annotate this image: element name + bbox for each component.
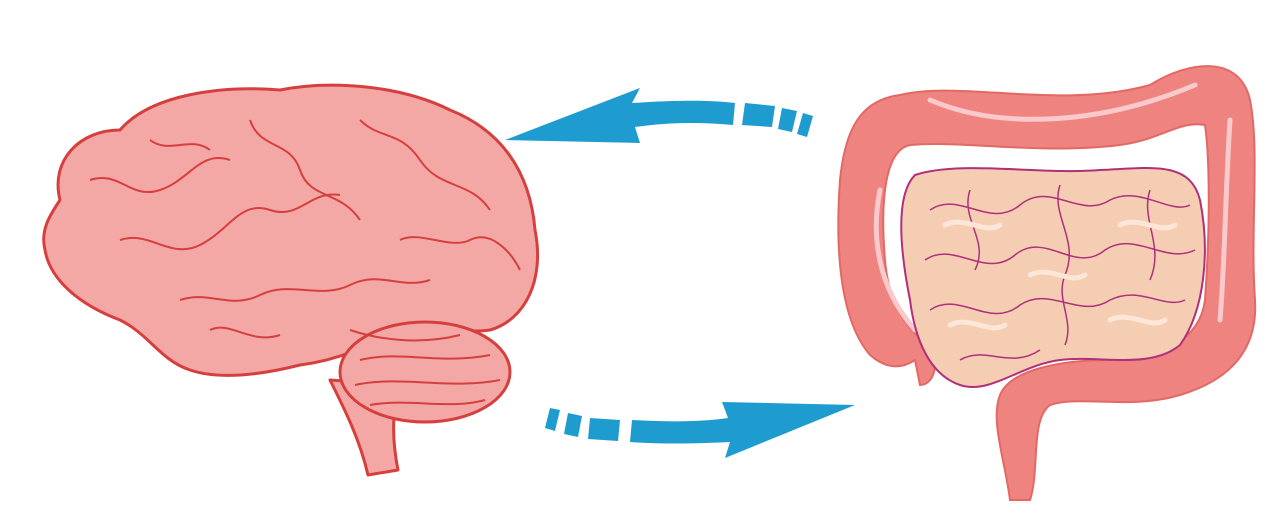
arrow-brain-to-gut xyxy=(545,402,855,458)
cerebrum xyxy=(42,83,540,377)
colon xyxy=(837,65,1257,501)
arrow-gut-to-brain xyxy=(505,88,813,143)
small-intestine-highlights xyxy=(942,219,1178,331)
brain-illustration xyxy=(42,83,540,477)
intestine-illustration xyxy=(837,65,1257,501)
cerebellum xyxy=(338,320,512,424)
colon-highlight xyxy=(873,82,1233,333)
small-intestine xyxy=(900,167,1206,388)
brain-folds xyxy=(89,119,521,406)
